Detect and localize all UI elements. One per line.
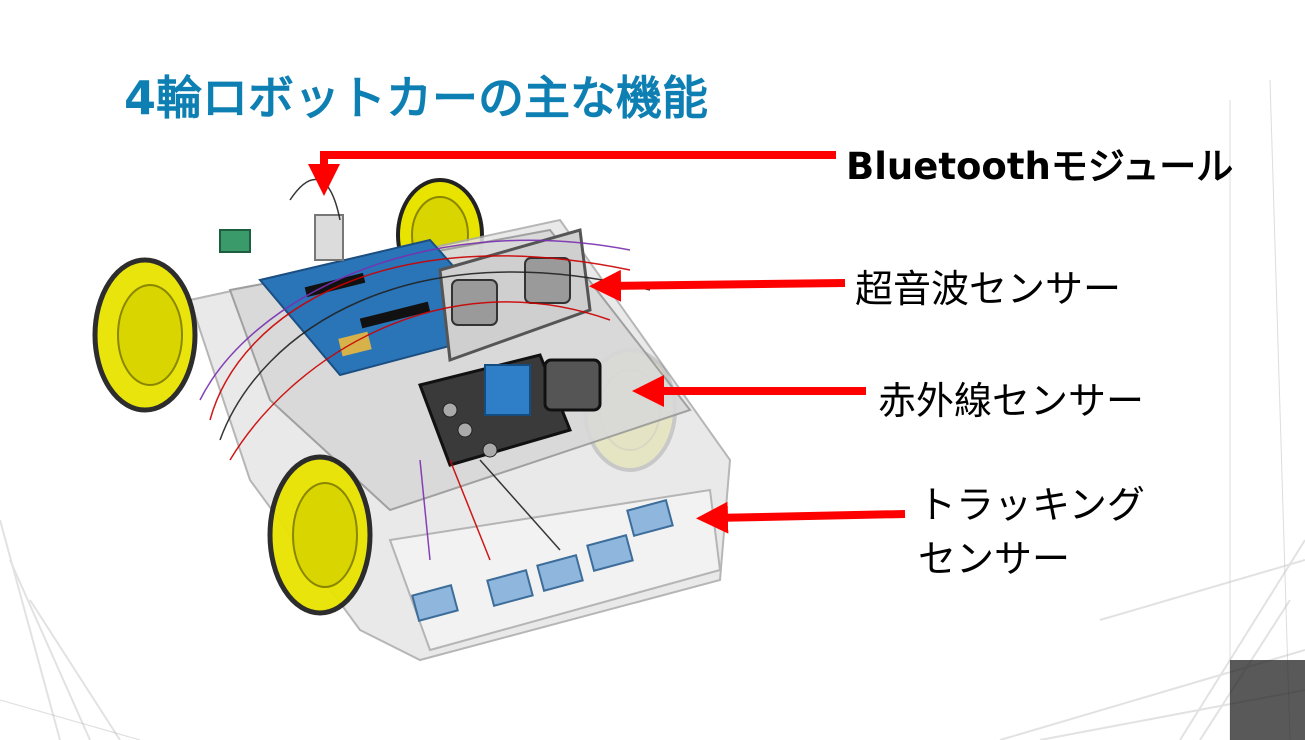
arrow-tracking: [712, 514, 905, 518]
label-bluetooth-module: Bluetoothモジュール: [846, 136, 1233, 190]
label-infrared-sensor: 赤外線センサー: [878, 370, 1144, 425]
arrow-ultrasonic: [605, 283, 845, 286]
label-ultrasonic-sensor: 超音波センサー: [855, 258, 1121, 313]
label-tracking-sensor: トラッキング センサー: [918, 478, 1145, 586]
arrow-bluetooth: [324, 155, 836, 180]
label-tracking-line1: トラッキング: [918, 478, 1145, 532]
label-tracking-line2: センサー: [918, 532, 1145, 586]
